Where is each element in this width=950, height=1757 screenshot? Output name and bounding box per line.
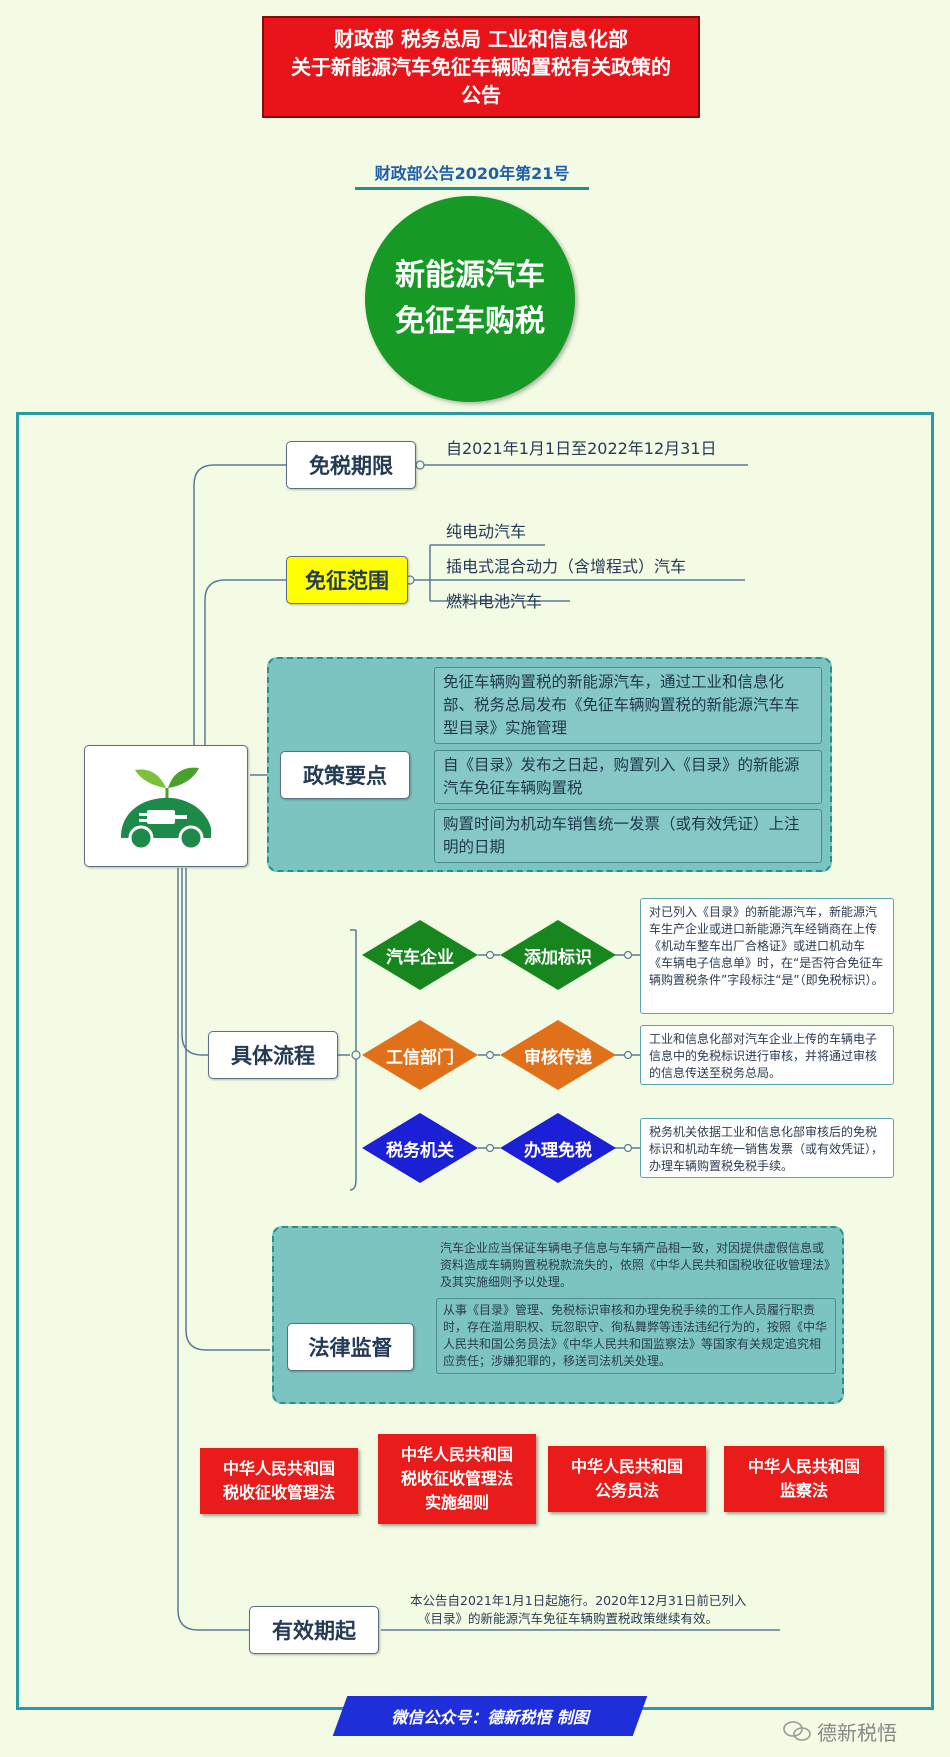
branch-policy: 政策要点 <box>280 751 410 799</box>
law-box-tax-admin-rules: 中华人民共和国 税收征收管理法 实施细则 <box>378 1434 536 1524</box>
branch-supervision: 法律监督 <box>287 1323 414 1371</box>
notice-number: 财政部公告2020年第21号 <box>355 160 589 190</box>
title-line-1: 财政部 税务总局 工业和信息化部 <box>334 27 628 51</box>
scope-item-2: 插电式混合动力（含增程式）汽车 <box>446 557 687 576</box>
root-node <box>84 745 248 867</box>
diamond-action-review: 审核传递 <box>500 1020 616 1090</box>
law-box-supervision: 中华人民共和国 监察法 <box>724 1446 884 1512</box>
process-detail-3: 税务机关依据工业和信息化部审核后的免税标识和机动车统一销售发票（或有效凭证），办… <box>640 1118 894 1178</box>
effective-detail-line-2: 《目录》的新能源汽车免征车辆购置税政策继续有效。 <box>418 1611 719 1626</box>
supervision-item-1: 汽车企业应当保证车辆电子信息与车辆产品相一致，对因提供虚假信息或资料造成车辆购置… <box>440 1241 831 1289</box>
period-detail: 自2021年1月1日至2022年12月31日 <box>446 439 717 458</box>
diamond-action-exempt: 办理免税 <box>500 1113 616 1183</box>
title-line-3: 公告 <box>461 83 501 107</box>
title-box: 财政部 税务总局 工业和信息化部 关于新能源汽车免征车辆购置税有关政策的 公告 <box>262 16 700 118</box>
diamond-actor-tax: 税务机关 <box>362 1113 478 1183</box>
supervision-item-2: 从事《目录》管理、免税标识审核和办理免税手续的工作人员履行职责时，存在滥用职权、… <box>436 1298 836 1374</box>
watermark: 德新税悟 <box>783 1716 948 1746</box>
electric-car-icon <box>121 767 211 851</box>
diamond-action-add-mark: 添加标识 <box>500 920 616 990</box>
law-box-civil-servant: 中华人民共和国 公务员法 <box>548 1446 706 1512</box>
scope-item-3: 燃料电池汽车 <box>446 592 543 611</box>
central-topic-circle: 新能源汽车 免征车购税 <box>365 196 575 402</box>
diamond-actor-auto-enterprise: 汽车企业 <box>362 920 478 990</box>
wechat-icon <box>783 1721 811 1741</box>
policy-item-3: 购置时间为机动车销售统一发票（或有效凭证）上注明的日期 <box>434 809 822 863</box>
effective-detail-line-1: 本公告自2021年1月1日起施行。2020年12月31日前已列入 <box>410 1593 747 1608</box>
law-box-tax-admin: 中华人民共和国 税收征收管理法 <box>200 1448 358 1514</box>
diamond-actor-miit: 工信部门 <box>362 1020 478 1090</box>
branch-period: 免税期限 <box>286 441 416 489</box>
central-topic-line-1: 新能源汽车 <box>395 258 545 293</box>
footer-banner: 微信公众号：德新税悟 制图 <box>332 1696 648 1736</box>
scope-item-1: 纯电动汽车 <box>446 522 527 541</box>
process-detail-2: 工业和信息化部对汽车企业上传的车辆电子信息中的免税标识进行审核，并将通过审核的信… <box>640 1025 894 1085</box>
process-detail-1: 对已列入《目录》的新能源汽车，新能源汽车生产企业或进口新能源汽车经销商在上传《机… <box>640 898 894 1014</box>
branch-scope: 免征范围 <box>286 556 408 604</box>
supervision-panel <box>272 1226 844 1404</box>
policy-item-2: 自《目录》发布之日起，购置列入《目录》的新能源汽车免征车辆购置税 <box>434 750 822 804</box>
policy-item-1: 免征车辆购置税的新能源汽车，通过工业和信息化部、税务总局发布《免征车辆购置税的新… <box>434 667 822 744</box>
central-topic-line-2: 免征车购税 <box>395 304 545 339</box>
branch-effective: 有效期起 <box>249 1606 379 1654</box>
title-line-2: 关于新能源汽车免征车辆购置税有关政策的 <box>291 55 671 79</box>
branch-process: 具体流程 <box>208 1031 338 1079</box>
